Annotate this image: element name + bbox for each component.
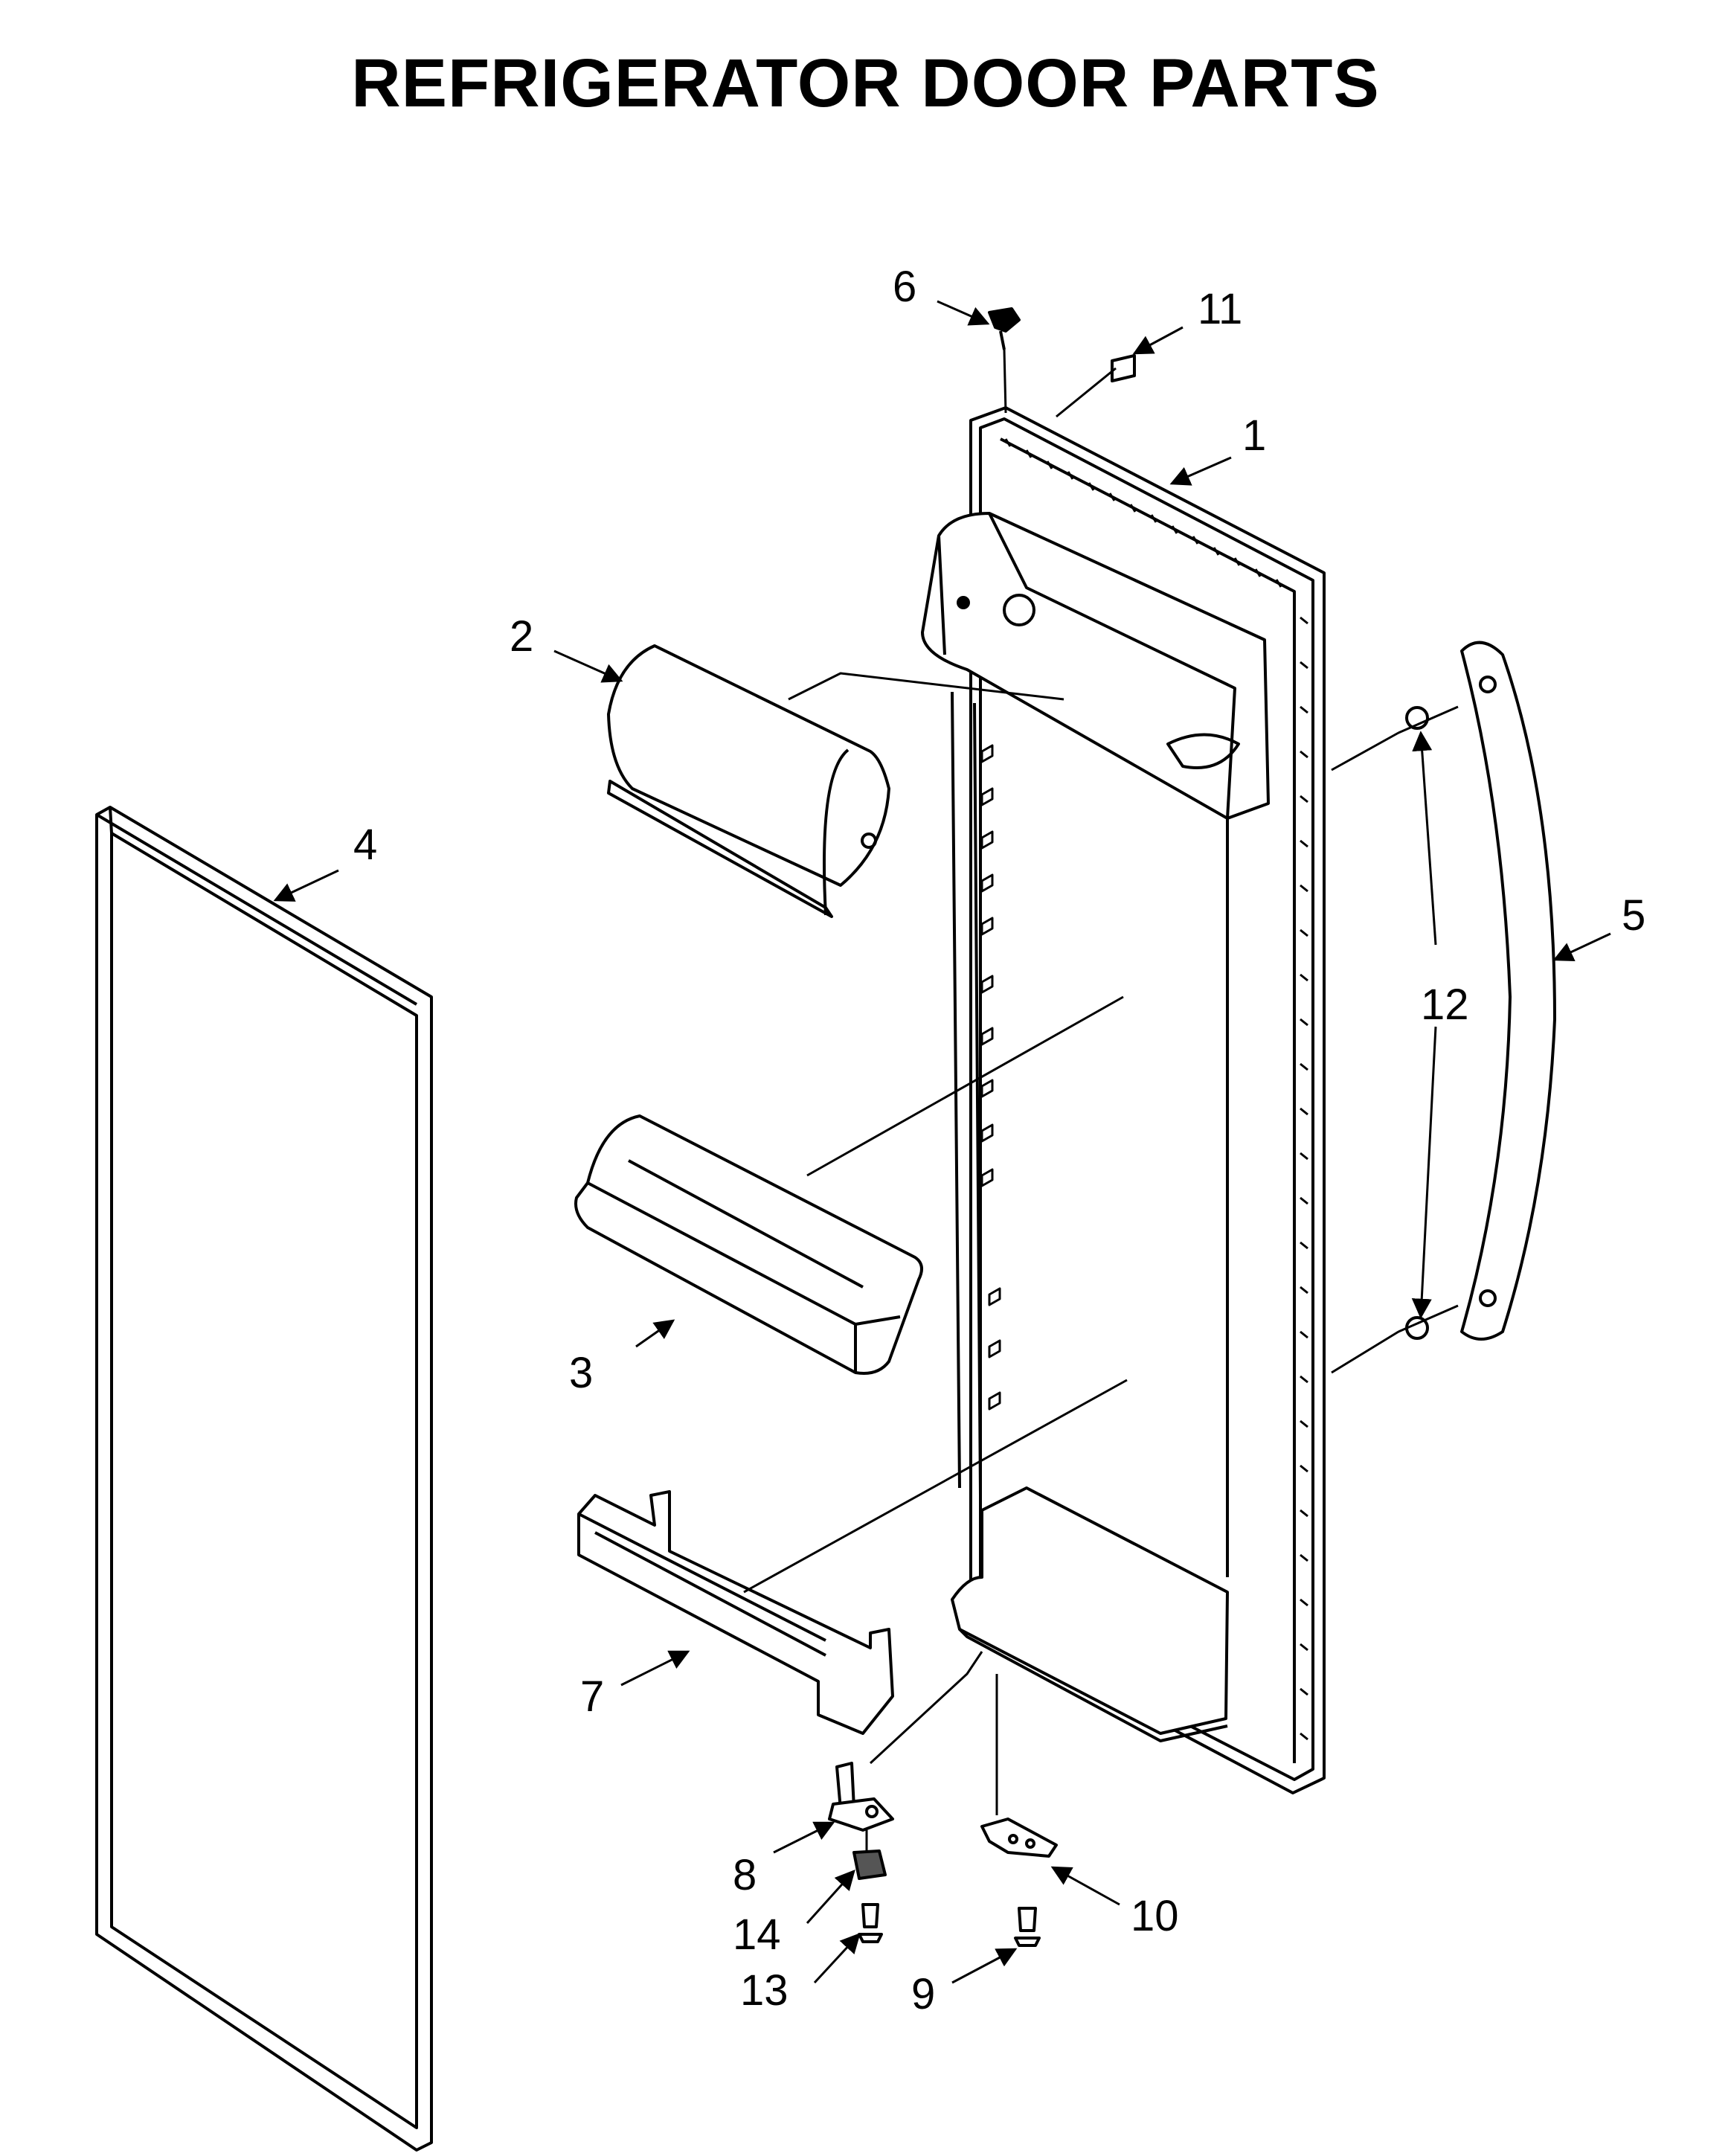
callout-2: 2 — [510, 612, 533, 661]
callout-11: 11 — [1198, 285, 1242, 333]
callout-12: 12 — [1421, 981, 1469, 1029]
page-title: REFRIGERATOR DOOR PARTS — [351, 45, 1380, 121]
hinge-screw-part — [858, 1903, 883, 1943]
callout-4: 4 — [353, 821, 377, 869]
callout-9: 9 — [911, 1970, 935, 2018]
callout-5: 5 — [1622, 891, 1645, 940]
callout-10: 10 — [1131, 1892, 1179, 1940]
callout-1: 1 — [1242, 411, 1266, 460]
callout-14: 14 — [733, 1910, 781, 1959]
plug-cap-part — [988, 307, 1021, 350]
callout-6: 6 — [893, 263, 916, 311]
label-part — [1111, 354, 1136, 382]
callout-13: 13 — [740, 1966, 789, 2015]
callout-8: 8 — [733, 1851, 757, 1899]
door-shelf-part — [577, 1490, 894, 1735]
hinge-plate-part — [980, 1817, 1058, 1858]
bottom-screw-part — [1014, 1907, 1041, 1947]
door-handle-part — [1460, 641, 1556, 1341]
dairy-door-part — [607, 644, 890, 918]
door-gasket-part — [95, 806, 433, 2152]
callout-3: 3 — [569, 1349, 593, 1397]
callout-7: 7 — [580, 1672, 604, 1721]
door-bin-part — [574, 1114, 923, 1375]
hinge-part — [828, 1762, 894, 1832]
door-liner-part — [921, 406, 1326, 1794]
hinge-shim-part — [852, 1849, 887, 1880]
